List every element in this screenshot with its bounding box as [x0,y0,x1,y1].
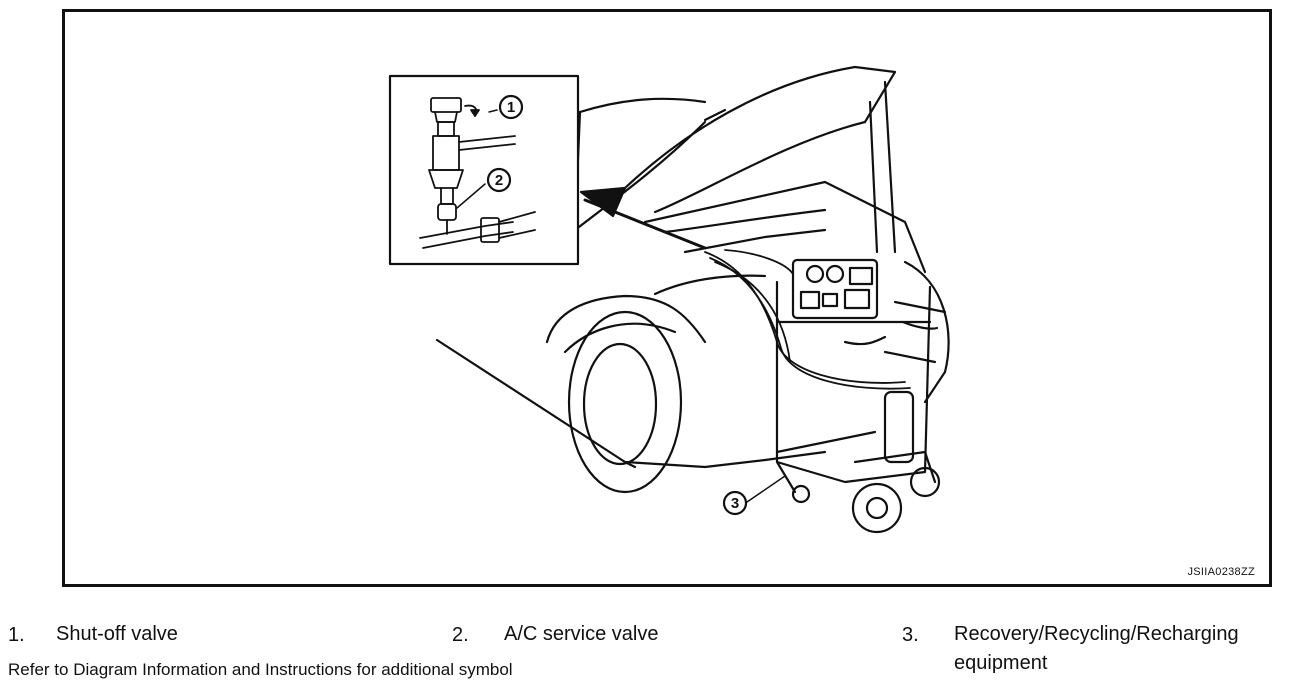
figure-code: JSIIA0238ZZ [1187,566,1255,578]
valve-detail [419,97,536,249]
footnote: Refer to Diagram Information and Instruc… [8,660,513,679]
callout-3-leader [746,475,786,503]
callout-3-circle [722,490,748,516]
inset-box [388,74,580,266]
legend-label-1: Shut-off valve [56,623,178,645]
callout-2-leader [456,183,486,209]
callout-1-circle [498,94,524,120]
front-wheel [563,310,683,494]
service-cart [775,258,941,534]
illustration: 1 2 3 [388,65,950,534]
legend-label-3: Recovery/Recycling/Recharging equipment [954,623,1239,674]
legend-number-3: 3. [902,624,919,646]
callout-2-label: 2 [495,172,503,189]
legend-label-2: A/C service valve [504,623,659,645]
callout-1-leader [488,109,498,113]
callout-3-label: 3 [731,495,739,512]
hoses [704,249,911,390]
legend-number-2: 2. [452,624,469,646]
callout-2-circle [486,167,512,193]
pointer-arrowhead [579,186,627,218]
car-body [435,65,950,469]
callout-1-label: 1 [507,99,515,116]
figure-frame: 1 2 3 JSIIA0238ZZ [62,9,1272,587]
legend-number-1: 1. [8,624,25,646]
